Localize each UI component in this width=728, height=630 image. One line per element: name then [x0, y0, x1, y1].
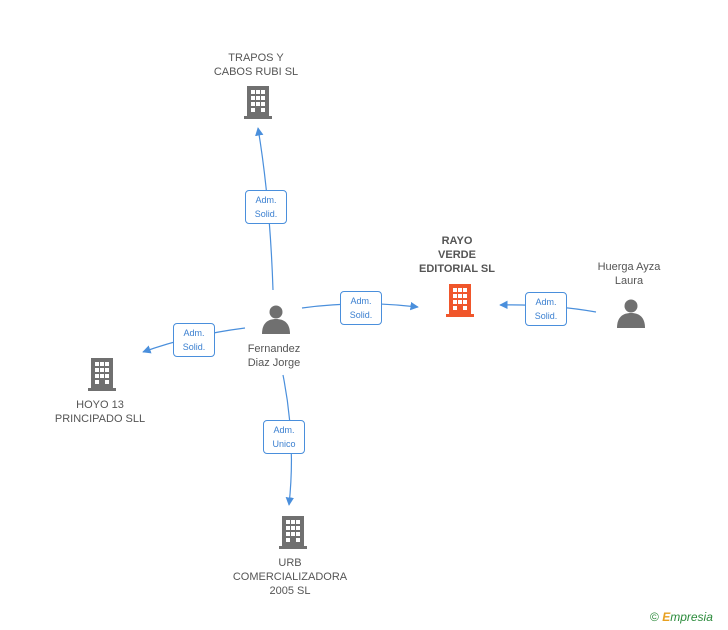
relation-role: Adm. — [183, 328, 205, 338]
brand-name: mpresia — [670, 610, 713, 624]
building-icon-focus — [446, 284, 474, 317]
node-label-line: EDITORIAL SL — [419, 263, 495, 275]
node-label-line: URB — [278, 557, 302, 569]
relation-type: Unico — [272, 439, 296, 449]
relation-badge-to-hoyo: Adm. Solid. — [173, 323, 215, 357]
node-label-urb[interactable]: URB COMERCIALIZADORA 2005 SL — [230, 556, 350, 598]
relation-badge-to-urb: Adm. Unico — [263, 420, 305, 454]
relation-role: Adm. — [255, 195, 277, 205]
relation-type: Solid. — [349, 310, 373, 320]
node-label-line: Diaz Jorge — [247, 357, 301, 369]
node-label-line: HOYO 13 — [76, 399, 124, 411]
building-icon — [88, 358, 116, 391]
node-label-line: CABOS RUBI SL — [213, 66, 299, 78]
copyright-icon: © — [650, 610, 659, 624]
relation-badge-fernandez-to-rayo: Adm. Solid. — [340, 291, 382, 325]
node-label-line: RAYO — [441, 235, 473, 247]
relation-badge-to-trapos: Adm. Solid. — [245, 190, 287, 224]
node-label-line: COMERCIALIZADORA — [232, 571, 348, 583]
relation-role: Adm. — [273, 425, 295, 435]
brand-footer[interactable]: © Empresia — [650, 610, 713, 624]
node-label-line: Laura — [614, 275, 644, 287]
node-label-line: PRINCIPADO SLL — [54, 413, 146, 425]
node-label-line: Huerga Ayza — [597, 261, 661, 273]
node-label-line: TRAPOS Y — [228, 52, 284, 64]
relation-role: Adm. — [535, 297, 557, 307]
node-label-rayo[interactable]: RAYO VERDE EDITORIAL SL — [407, 234, 507, 276]
node-label-fernandez[interactable]: Fernandez Diaz Jorge — [228, 342, 320, 370]
relation-type: Solid. — [182, 342, 206, 352]
building-icon — [279, 516, 307, 549]
person-icon — [617, 299, 645, 328]
relation-type: Solid. — [534, 311, 558, 321]
relation-type: Solid. — [254, 209, 278, 219]
node-label-line: 2005 SL — [269, 585, 311, 597]
node-label-trapos[interactable]: TRAPOS Y CABOS RUBI SL — [206, 51, 306, 79]
node-label-hoyo[interactable]: HOYO 13 PRINCIPADO SLL — [45, 398, 155, 426]
node-label-line: Fernandez — [247, 343, 301, 355]
node-label-huerga[interactable]: Huerga Ayza Laura — [584, 260, 674, 288]
brand-initial: E — [662, 610, 671, 624]
person-icon — [262, 305, 290, 334]
relation-badge-huerga-to-rayo: Adm. Solid. — [525, 292, 567, 326]
relation-role: Adm. — [350, 296, 372, 306]
building-icon — [244, 86, 272, 119]
node-label-line: VERDE — [438, 249, 476, 261]
